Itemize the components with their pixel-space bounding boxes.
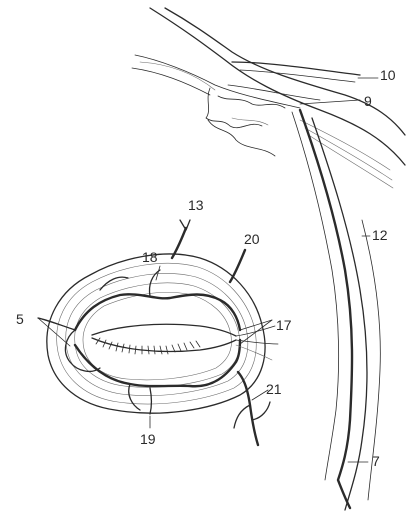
label-9: 9: [364, 93, 372, 109]
label-10: 10: [380, 67, 396, 83]
descending-vessels: [292, 110, 380, 510]
label-13: 13: [188, 197, 204, 213]
label-18: 18: [142, 249, 158, 265]
eyelid-region: [38, 220, 278, 445]
labels: 10 9 13 18 20 12 5 17 21 19 7: [16, 67, 396, 469]
label-12: 12: [372, 227, 388, 243]
leader-lines: [38, 78, 378, 462]
label-20: 20: [244, 231, 260, 247]
label-19: 19: [140, 431, 156, 447]
label-7: 7: [372, 453, 380, 469]
label-5: 5: [16, 311, 24, 327]
label-17: 17: [276, 317, 292, 333]
label-21: 21: [266, 381, 282, 397]
